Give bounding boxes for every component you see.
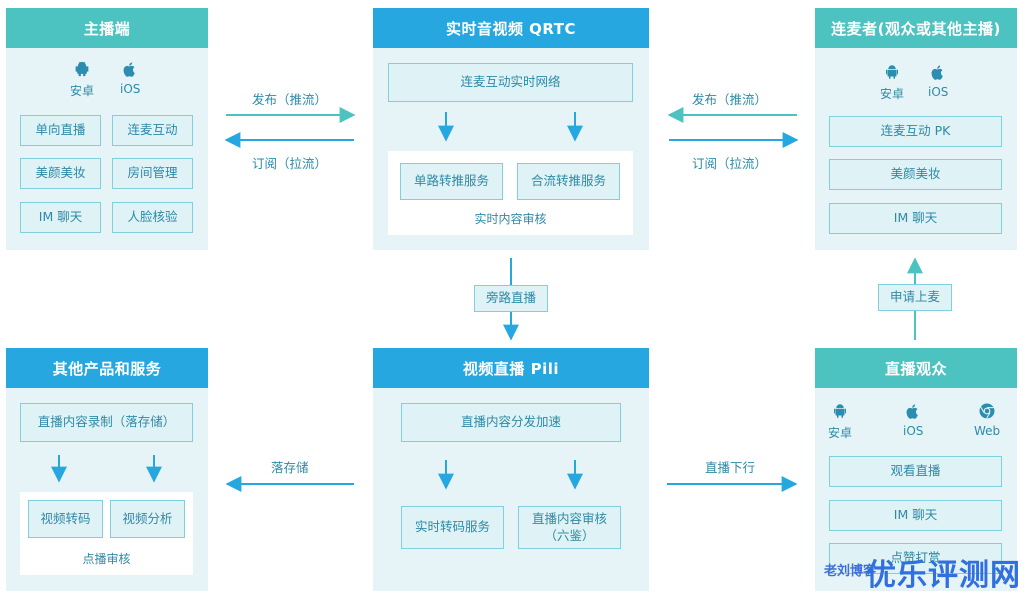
anchor-feature: 美颜美妆 (20, 158, 101, 189)
apple-icon (931, 65, 944, 80)
anchor-os-android: 安卓 (70, 60, 94, 99)
pili-panel: 视频直播 Pili (373, 348, 649, 591)
android-icon (75, 61, 89, 77)
anchor-os-ios: iOS (120, 60, 140, 96)
subscribe-label-left: 订阅（拉流） (252, 156, 328, 171)
guest-title: 连麦者(观众或其他主播) (815, 8, 1017, 48)
subscribe-label-right: 订阅（拉流） (692, 156, 768, 171)
audience-os-ios-label: iOS (903, 424, 924, 438)
pili-service: 直播内容审核 （六鉴） (518, 506, 621, 549)
qrtc-service: 单路转推服务 (400, 163, 503, 200)
audience-os-web-label: Web (974, 424, 1001, 438)
anchor-feature: 单向直播 (20, 115, 101, 146)
guest-os-android: 安卓 (880, 63, 904, 102)
anchor-os-android-label: 安卓 (70, 84, 95, 98)
qrtc-network: 连麦互动实时网络 (388, 63, 633, 102)
qrtc-service: 合流转推服务 (517, 163, 620, 200)
apply-mic-box: 申请上麦 (878, 284, 952, 311)
guest-os-ios-label: iOS (928, 85, 949, 99)
anchor-feature: 房间管理 (112, 158, 193, 189)
guest-feature: 连麦互动 PK (829, 116, 1002, 147)
anchor-feature: IM 聊天 (20, 202, 101, 233)
pili-service: 实时转码服务 (401, 506, 504, 549)
audience-feature: 观看直播 (829, 456, 1002, 487)
audience-os-ios: iOS (903, 402, 923, 438)
other-title: 其他产品和服务 (6, 348, 208, 388)
android-icon (886, 65, 898, 79)
storage-label: 落存储 (271, 460, 309, 475)
publish-label-left: 发布（推流） (252, 92, 328, 107)
android-icon (834, 404, 846, 418)
bypass-live-box: 旁路直播 (474, 285, 548, 312)
guest-os-ios: iOS (928, 63, 948, 99)
audience-title: 直播观众 (815, 348, 1017, 388)
audience-os-android: 安卓 (828, 402, 852, 441)
other-record: 直播内容录制（落存储） (20, 403, 193, 442)
other-review: 点播审核 (82, 552, 131, 566)
anchor-feature: 连麦互动 (112, 115, 193, 146)
publish-label-right: 发布（推流） (692, 92, 768, 107)
pili-accel: 直播内容分发加速 (401, 403, 621, 442)
apple-icon (123, 62, 136, 77)
anchor-os-ios-label: iOS (120, 82, 141, 96)
live-down-label: 直播下行 (705, 460, 756, 475)
anchor-feature: 人脸核验 (112, 202, 193, 233)
anchor-title: 主播端 (6, 8, 208, 48)
other-service: 视频分析 (110, 500, 185, 538)
audience-feature: IM 聊天 (829, 500, 1002, 531)
audience-feature: 点赞打赏 (829, 543, 1002, 574)
chrome-icon (979, 403, 995, 419)
guest-feature: IM 聊天 (829, 203, 1002, 234)
audience-os-android-label: 安卓 (828, 426, 853, 440)
watermark-small: 老刘博客 (824, 564, 877, 579)
other-service: 视频转码 (28, 500, 103, 538)
qrtc-title: 实时音视频 QRTC (373, 8, 649, 48)
watermark-large: 优乐评测网 (866, 558, 1021, 593)
audience-os-web: Web (974, 402, 1000, 438)
pili-title: 视频直播 Pili (373, 348, 649, 388)
qrtc-review: 实时内容审核 (474, 212, 547, 226)
apple-icon (906, 404, 919, 419)
guest-feature: 美颜美妆 (829, 159, 1002, 190)
guest-os-android-label: 安卓 (880, 87, 905, 101)
